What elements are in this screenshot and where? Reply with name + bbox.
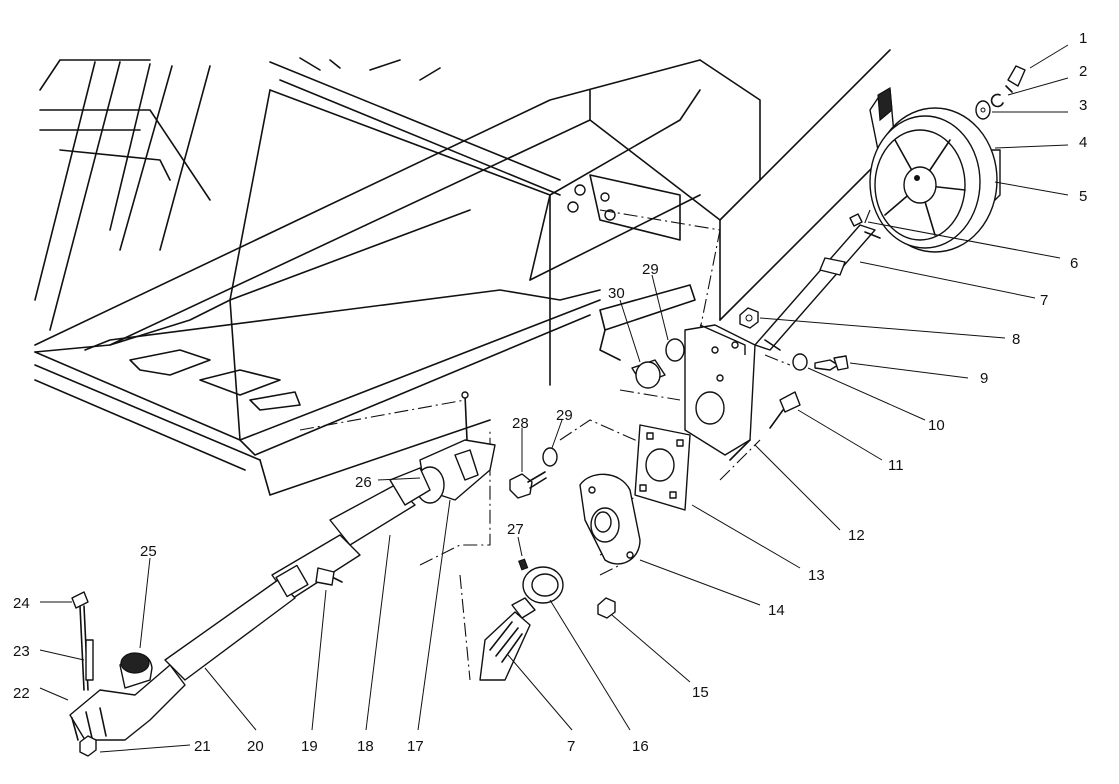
callout-11: 11 xyxy=(888,457,904,474)
callout-29-upper: 29 xyxy=(642,261,659,278)
callout-numbers: 1 2 3 4 5 6 7 8 9 10 11 12 13 14 15 16 7… xyxy=(13,30,1087,755)
callout-13: 13 xyxy=(808,567,825,584)
washer-29-lower xyxy=(542,447,558,467)
nut-15 xyxy=(597,597,616,619)
pulley-assembly xyxy=(849,65,1026,253)
callout-2: 2 xyxy=(1079,63,1087,80)
callout-25: 25 xyxy=(140,543,157,560)
flange-bearing xyxy=(579,473,641,565)
bolt-9-head xyxy=(833,355,849,371)
callout-3: 3 xyxy=(1079,97,1087,114)
callout-17: 17 xyxy=(407,738,424,755)
callout-14: 14 xyxy=(768,602,785,619)
nut-8-hole xyxy=(745,314,753,322)
callout-4: 4 xyxy=(1079,134,1087,151)
washer-29-upper xyxy=(665,338,685,362)
callout-7-lower: 7 xyxy=(567,738,575,755)
callout-29-lower: 29 xyxy=(556,407,573,424)
callout-20: 20 xyxy=(247,738,264,755)
bolt-28-head xyxy=(509,473,533,499)
bolt-11-thread xyxy=(769,409,784,429)
callout-28: 28 xyxy=(512,415,529,432)
bolt-28-thread xyxy=(527,471,547,489)
callout-16: 16 xyxy=(632,738,649,755)
washer-10 xyxy=(792,353,808,371)
callout-6: 6 xyxy=(1070,255,1078,272)
callout-18: 18 xyxy=(357,738,374,755)
callout-8: 8 xyxy=(1012,331,1020,348)
setscrew-27 xyxy=(518,558,529,571)
callout-1: 1 xyxy=(1079,30,1087,47)
callout-24: 24 xyxy=(13,595,30,612)
callout-9: 9 xyxy=(980,370,988,387)
spacer-30-face xyxy=(635,361,661,389)
callout-27: 27 xyxy=(507,521,524,538)
splined-shaft xyxy=(479,597,536,681)
collar-16-bore xyxy=(531,573,559,597)
callout-23: 23 xyxy=(13,643,30,660)
callout-12: 12 xyxy=(848,527,865,544)
upper-shaft xyxy=(754,224,881,351)
bearing-housing xyxy=(684,324,756,461)
bolt-11-head xyxy=(779,391,801,413)
machine-frame xyxy=(34,49,891,496)
callout-5: 5 xyxy=(1079,188,1087,205)
pto-driveshaft xyxy=(69,391,496,757)
callout-21: 21 xyxy=(194,738,211,755)
callout-30: 30 xyxy=(608,285,625,302)
callout-10: 10 xyxy=(928,417,945,434)
bolt-9 xyxy=(814,359,839,371)
bearing-plate xyxy=(634,424,691,511)
callout-22: 22 xyxy=(13,685,30,702)
callout-15: 15 xyxy=(692,684,709,701)
callout-19: 19 xyxy=(301,738,318,755)
callout-26: 26 xyxy=(355,474,372,491)
leader-lines xyxy=(39,44,1069,753)
callout-7-upper: 7 xyxy=(1040,292,1048,309)
